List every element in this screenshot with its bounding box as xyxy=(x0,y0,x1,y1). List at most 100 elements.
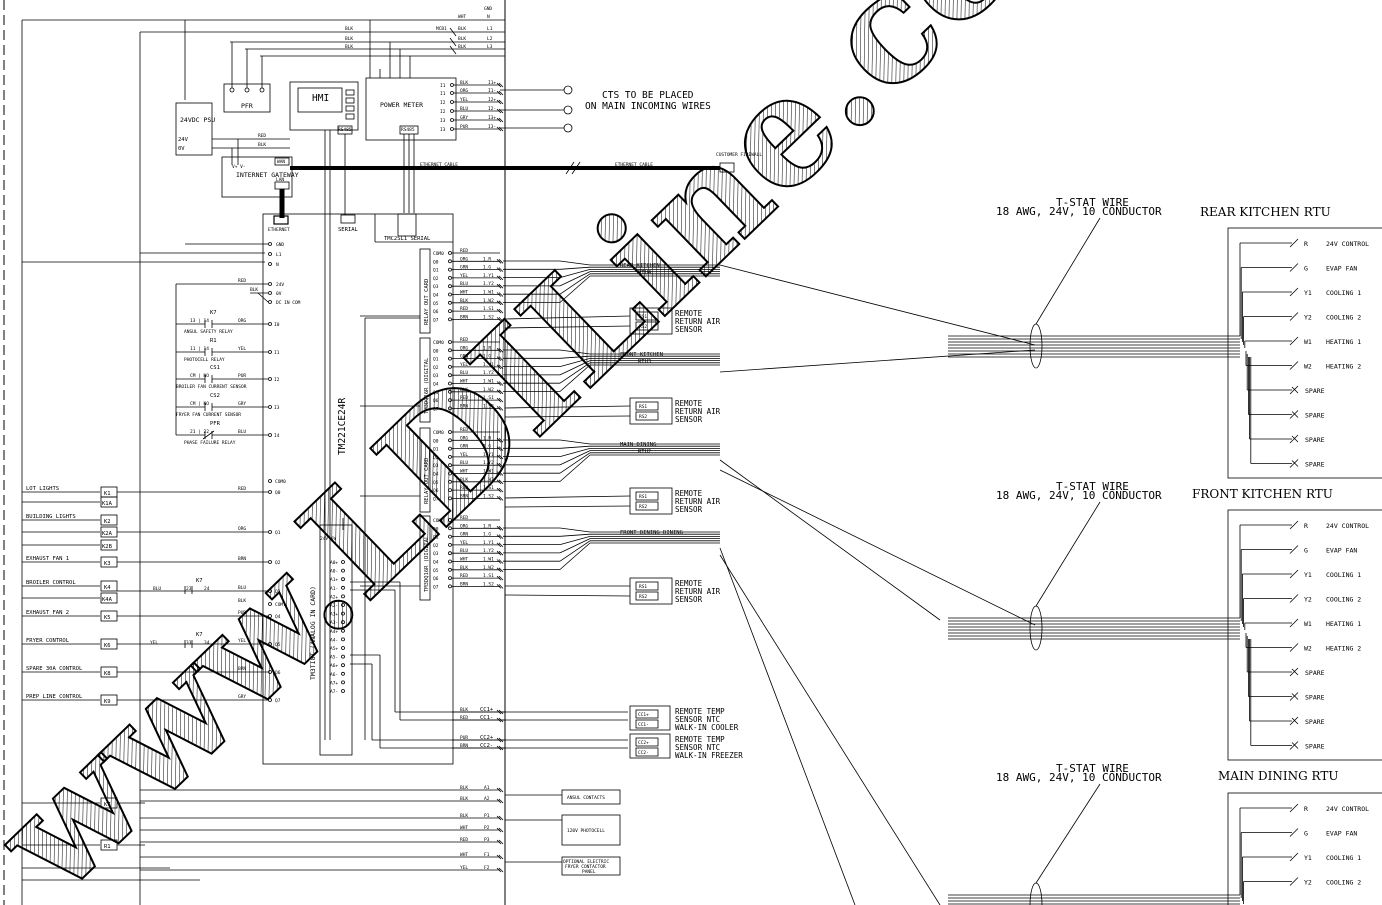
analog-pin: A6+ xyxy=(330,663,338,669)
card-term: Q5 xyxy=(433,390,439,396)
rs-text: SENSOR xyxy=(675,415,703,424)
svg-text:24V 0V: 24V 0V xyxy=(320,536,337,542)
svg-text:RS485: RS485 xyxy=(401,127,415,133)
rtu-box xyxy=(1227,792,1382,905)
terminal xyxy=(341,620,345,625)
card-out: 1.G xyxy=(483,444,491,450)
tstat-line1: T-STAT WIRE xyxy=(1056,480,1129,493)
mcb-breaker-symbol xyxy=(449,27,457,55)
wire xyxy=(496,372,502,378)
terminal xyxy=(268,490,272,494)
rtu-term: G xyxy=(1304,547,1308,555)
card-wire: BRN xyxy=(460,403,468,409)
rs-tag: RS1 xyxy=(639,584,647,590)
terminal xyxy=(448,309,452,314)
card-out: 1.Y2 xyxy=(483,281,494,287)
rtu-term: Y1 xyxy=(1304,289,1312,297)
hmi-module: HMI RS485 SERIAL xyxy=(289,81,359,740)
rs-text: RETURN AIR xyxy=(675,407,721,416)
wire xyxy=(496,454,502,460)
device-tag: K7 xyxy=(210,310,217,316)
rtu-func: COOLING 2 xyxy=(1326,879,1361,887)
blk-a: BLK xyxy=(345,26,353,32)
bottom-wire: BLK xyxy=(460,785,468,791)
analog-pin: A5+ xyxy=(330,646,338,652)
temp-text: WALK-IN FREEZER xyxy=(675,751,743,760)
terminal xyxy=(448,446,452,451)
card-term: Q7 xyxy=(433,317,439,323)
wire xyxy=(498,364,504,370)
rs-box xyxy=(629,487,673,515)
pm-input: I3 xyxy=(440,127,446,133)
card-wire: ORG xyxy=(460,345,468,351)
wire xyxy=(1035,217,1101,325)
wire xyxy=(559,360,591,376)
pm-term: I1- xyxy=(488,88,496,94)
terminal xyxy=(448,479,452,484)
bottom-box-text: FRYER CONTACTOR xyxy=(565,864,606,870)
wire xyxy=(719,264,1036,346)
card-out: 1.W1 xyxy=(483,290,494,296)
wire xyxy=(559,271,591,287)
load-name: LOT LIGHTS xyxy=(26,486,59,492)
terminal xyxy=(341,594,345,599)
terminal xyxy=(448,317,452,322)
rtu-func: COOLING 2 xyxy=(1326,596,1361,604)
ethernet-port-label: ETHERNET xyxy=(268,227,290,233)
wire xyxy=(498,438,504,443)
device-pins: 13 | 14 xyxy=(190,318,209,324)
rs2 xyxy=(635,501,659,511)
rtu-term: W1 xyxy=(1304,620,1312,628)
relay-tag: K2A xyxy=(102,531,113,537)
load-name: PREP LINE CONTROL xyxy=(26,694,83,700)
wire xyxy=(719,349,1036,373)
wire xyxy=(496,550,502,556)
wire xyxy=(498,292,504,297)
card-wire: BLU xyxy=(460,460,468,466)
rs-text: RETURN AIR xyxy=(675,587,721,596)
wire xyxy=(1289,569,1299,579)
wire xyxy=(496,839,502,845)
rtu-func: 24V CONTROL xyxy=(1326,240,1369,248)
wire-tag: BLU xyxy=(238,429,246,435)
pm-term: I3+ xyxy=(488,115,496,121)
wire xyxy=(257,292,269,303)
rtu-func: 24V CONTROL xyxy=(1326,522,1369,530)
wire xyxy=(719,469,1036,626)
pm-input: I2 xyxy=(440,100,446,106)
card-term: Q6 xyxy=(433,398,439,404)
terminal xyxy=(448,567,452,572)
card-out: 1.W2 xyxy=(483,477,494,483)
temp-tag-b xyxy=(635,719,659,729)
wire xyxy=(719,554,941,905)
card-wire: RED xyxy=(460,337,468,343)
wire xyxy=(496,584,502,589)
relay-tag: K2 xyxy=(104,519,111,525)
rtu-func: COOLING 2 xyxy=(1326,314,1361,322)
wire-tag: BRN xyxy=(238,666,246,672)
wire xyxy=(559,445,591,449)
temp-text: REMOTE TEMP xyxy=(675,735,725,744)
analog-pin: A3+ xyxy=(330,612,338,618)
card-term: COM0 xyxy=(433,340,444,346)
wire xyxy=(498,479,504,485)
wire xyxy=(496,496,502,501)
wire xyxy=(1289,238,1299,248)
pm-wire: YEL xyxy=(460,97,468,103)
wire xyxy=(498,496,504,501)
mains-bus xyxy=(21,19,505,905)
terminal xyxy=(341,603,345,607)
wire xyxy=(498,90,504,96)
card-wire: RED xyxy=(460,427,468,433)
wire xyxy=(1289,336,1299,346)
wire xyxy=(496,259,502,264)
card-term: Q6 xyxy=(433,309,439,315)
card-term: Q1 xyxy=(433,357,439,363)
pm-input: I1 xyxy=(440,83,446,89)
card-label-box xyxy=(419,337,431,423)
rtu-term: Y2 xyxy=(1304,314,1312,322)
wire xyxy=(496,446,502,451)
rtu-func: COOLING 1 xyxy=(1326,571,1361,579)
